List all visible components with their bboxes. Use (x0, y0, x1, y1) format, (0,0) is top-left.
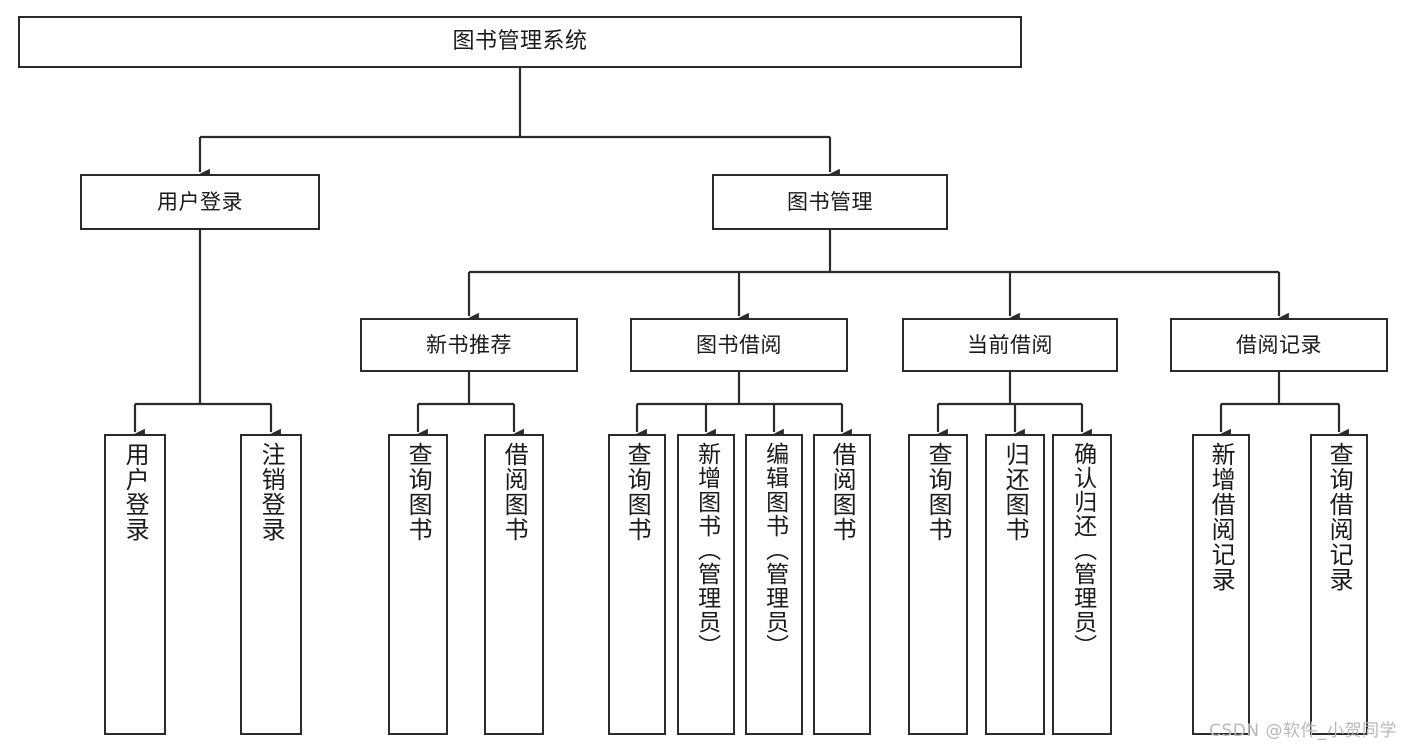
node-leaf_10[interactable]: 确认归还（管理员） (1052, 434, 1112, 735)
node-label: 查询图书 (623, 442, 652, 542)
node-l3_3[interactable]: 借阅记录 (1170, 318, 1388, 372)
node-leaf_8[interactable]: 查询图书 (908, 434, 968, 735)
node-label: 用户登录 (157, 189, 243, 214)
node-l3_2[interactable]: 当前借阅 (902, 318, 1118, 372)
node-leaf_1[interactable]: 注销登录 (240, 434, 302, 735)
node-label: 注销登录 (257, 442, 286, 542)
node-label: 借阅图书 (500, 442, 529, 542)
node-label: 当前借阅 (967, 332, 1053, 357)
node-leaf_5[interactable]: 新增图书（管理员） (677, 434, 735, 735)
node-label: 确认归还（管理员） (1069, 442, 1096, 658)
node-l2_1[interactable]: 图书管理 (712, 174, 948, 230)
node-leaf_6[interactable]: 编辑图书（管理员） (745, 434, 803, 735)
node-label: 图书借阅 (696, 332, 782, 357)
node-leaf_7[interactable]: 借阅图书 (813, 434, 871, 735)
node-leaf_9[interactable]: 归还图书 (985, 434, 1045, 735)
node-leaf_3[interactable]: 借阅图书 (484, 434, 544, 735)
node-leaf_0[interactable]: 用户登录 (104, 434, 166, 735)
node-leaf_12[interactable]: 查询借阅记录 (1310, 434, 1368, 735)
node-label: 查询借阅记录 (1325, 442, 1354, 592)
node-label: 归还图书 (1001, 442, 1030, 542)
node-leaf_4[interactable]: 查询图书 (608, 434, 666, 735)
node-label: 用户登录 (121, 442, 150, 542)
watermark-text: CSDN @软件_小贺同学 (1209, 721, 1397, 741)
node-label: 新书推荐 (426, 332, 512, 357)
node-l2_0[interactable]: 用户登录 (80, 174, 320, 230)
node-l3_1[interactable]: 图书借阅 (630, 318, 848, 372)
node-label: 图书管理 (787, 189, 873, 214)
node-label: 图书管理系统 (452, 29, 588, 55)
node-label: 借阅图书 (828, 442, 857, 542)
node-root[interactable]: 图书管理系统 (18, 16, 1022, 68)
node-label: 编辑图书（管理员） (761, 442, 788, 658)
node-label: 查询图书 (404, 442, 433, 542)
node-leaf_11[interactable]: 新增借阅记录 (1192, 434, 1250, 735)
node-label: 新增图书（管理员） (693, 442, 720, 658)
node-leaf_2[interactable]: 查询图书 (388, 434, 448, 735)
node-label: 借阅记录 (1236, 332, 1322, 357)
node-label: 查询图书 (924, 442, 953, 542)
node-label: 新增借阅记录 (1207, 442, 1236, 592)
node-l3_0[interactable]: 新书推荐 (360, 318, 578, 372)
